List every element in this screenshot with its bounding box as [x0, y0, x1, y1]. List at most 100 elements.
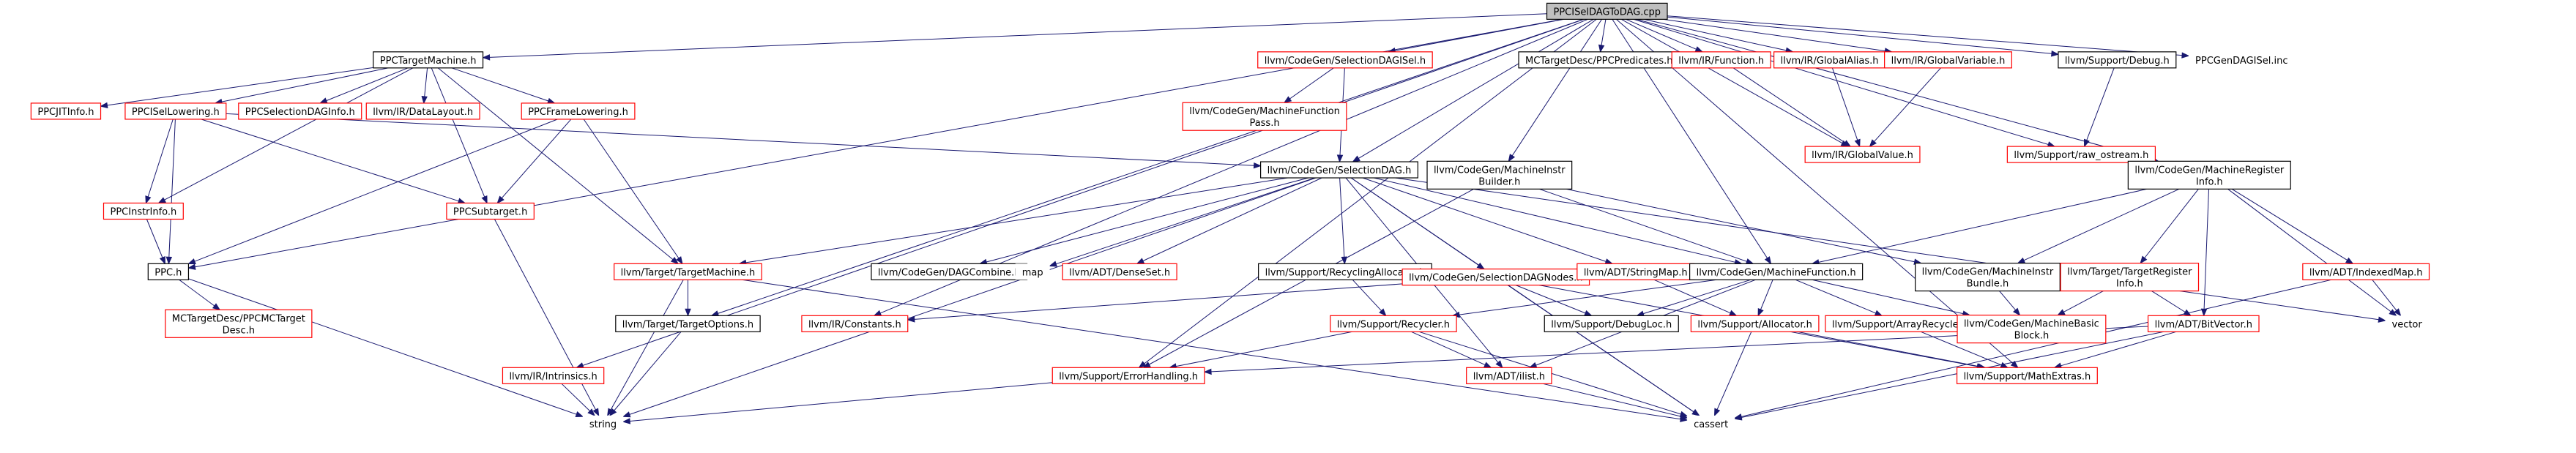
edge-sdnodes-to-debugloc — [1515, 285, 1593, 316]
node-mcpred[interactable]: MCTargetDesc/PPCPredicates.h — [1518, 51, 1680, 69]
edge-arrowhead — [1136, 258, 1145, 264]
node-box — [1426, 160, 1573, 190]
node-densesetn[interactable]: llvm/ADT/DenseSet.h — [1062, 263, 1177, 280]
node-label: string — [589, 419, 617, 430]
edge-root-to-rawos — [1634, 18, 2056, 148]
node-instrinfo[interactable]: PPCInstrInfo.h — [103, 202, 184, 220]
edge-isellow-to-ppch — [165, 119, 176, 265]
node-box — [801, 315, 909, 332]
node-recycler[interactable]: llvm/Support/Recycler.h — [1330, 315, 1457, 332]
edge-line — [1373, 177, 1735, 263]
edge-ppctm-to-subtarget — [431, 67, 488, 204]
node-box — [1957, 314, 2107, 344]
node-string: string — [582, 415, 624, 432]
edge-root-to-mreginfo — [1637, 18, 2159, 162]
node-dagcombine[interactable]: llvm/CodeGen/DAGCombine.h — [871, 263, 1028, 280]
node-sdinfo[interactable]: PPCSelectionDAGInfo.h — [238, 102, 362, 120]
edge-root-to-mathext — [1616, 19, 2019, 369]
edge-line — [168, 119, 176, 258]
edge-root-to-debug — [1667, 16, 2060, 57]
edge-line — [1626, 18, 1697, 50]
edge-line — [2063, 291, 2104, 312]
edge-sdag-to-map — [1049, 177, 1316, 267]
node-label: PPCInstrInfo.h — [110, 206, 176, 217]
edge-framelow-to-subtarget — [496, 119, 572, 204]
node-intrinsics[interactable]: llvm/IR/Intrinsics.h — [502, 367, 605, 384]
node-ilist[interactable]: llvm/ADT/ilist.h — [1466, 367, 1552, 384]
node-label: llvm/IR/GlobalVariable.h — [1891, 56, 2006, 67]
node-irconst[interactable]: llvm/IR/Constants.h — [801, 315, 909, 332]
node-cgsdagisel[interactable]: llvm/CodeGen/SelectionDAGISel.h — [1257, 51, 1433, 69]
edge-instrinfo-to-ppch — [146, 219, 165, 265]
node-box — [2147, 315, 2260, 332]
node-rawos[interactable]: llvm/Support/raw_ostream.h — [2006, 146, 2156, 163]
node-label: PPCSubtarget.h — [453, 206, 527, 217]
node-irfunc[interactable]: llvm/IR/Function.h — [1671, 51, 1771, 69]
edge-arrowhead — [685, 308, 691, 317]
node-mfunc[interactable]: llvm/CodeGen/MachineFunction.h — [1689, 263, 1864, 280]
edge-arrowhead — [1379, 308, 1387, 317]
node-isellow[interactable]: PPCISelLowering.h — [124, 102, 227, 120]
node-ppctm[interactable]: PPCTargetMachine.h — [373, 51, 484, 69]
edge-arrowhead — [1352, 155, 1360, 162]
edge-arrowhead — [1138, 361, 1147, 369]
node-irgvar[interactable]: llvm/IR/GlobalVariable.h — [1884, 51, 2012, 69]
node-label: llvm/ADT/DenseSet.h — [1069, 267, 1170, 278]
node-label: MCTargetDesc/PPCPredicates.h — [1525, 56, 1672, 67]
edge-arrowhead — [2057, 309, 2066, 316]
node-box — [1330, 315, 1457, 332]
node-arrrec[interactable]: llvm/Support/ArrayRecycler.h — [1825, 315, 1978, 332]
node-framelow[interactable]: PPCFrameLowering.h — [521, 102, 636, 120]
node-debugloc[interactable]: llvm/Support/DebugLoc.h — [1544, 315, 1679, 332]
edge-line — [2086, 67, 2115, 141]
edge-line — [2061, 331, 2177, 367]
node-irgalias[interactable]: llvm/IR/GlobalAlias.h — [1773, 51, 1886, 69]
edge-line — [1539, 188, 1747, 262]
edge-ttm-to-topts — [685, 280, 691, 317]
edge-line — [451, 67, 549, 102]
edge-arrowhead — [587, 408, 596, 416]
edge-line — [201, 119, 459, 202]
node-mathext[interactable]: llvm/Support/MathExtras.h — [1956, 367, 2098, 384]
node-root[interactable]: PPCISelDAGToDAG.cpp — [1546, 2, 1668, 20]
node-errh[interactable]: llvm/Support/ErrorHandling.h — [1051, 367, 1205, 384]
node-subtarget[interactable]: PPCSubtarget.h — [446, 202, 535, 220]
node-gvalue[interactable]: llvm/IR/GlobalValue.h — [1804, 146, 1921, 163]
node-box — [2127, 160, 2291, 190]
edge-line — [1643, 18, 1787, 51]
node-box — [1182, 102, 1347, 131]
node-datalayout[interactable]: llvm/IR/DataLayout.h — [365, 102, 480, 120]
node-ttm[interactable]: llvm/Target/TargetMachine.h — [614, 263, 762, 280]
node-label: llvm/CodeGen/MachineBasic — [1964, 319, 2099, 330]
node-ppch[interactable]: PPC.h — [147, 263, 190, 280]
node-label: Desc.h — [223, 325, 255, 336]
node-label: llvm/CodeGen/MachineFunction — [1189, 106, 1340, 117]
edge-root-to-sdag — [1352, 18, 1594, 162]
node-sdnodes[interactable]: llvm/CodeGen/SelectionDAGNodes.h — [1401, 268, 1590, 286]
node-label: llvm/CodeGen/DAGCombine.h — [878, 267, 1021, 278]
edge-line — [583, 119, 680, 259]
node-debug[interactable]: llvm/Support/Debug.h — [2058, 51, 2177, 69]
edge-ppctm-to-ttm — [437, 67, 680, 265]
node-strmap[interactable]: llvm/ADT/StringMap.h — [1577, 263, 1695, 280]
edge-line — [1999, 291, 2016, 311]
node-sdag[interactable]: llvm/CodeGen/SelectionDAG.h — [1259, 161, 1418, 179]
node-label: PPCTargetMachine.h — [380, 56, 477, 67]
node-jit[interactable]: PPCJITInfo.h — [30, 102, 102, 120]
node-box — [238, 102, 362, 120]
node-topts[interactable]: llvm/Target/TargetOptions.h — [615, 315, 761, 332]
edge-line — [1395, 177, 2379, 321]
node-bitvec[interactable]: llvm/ADT/BitVector.h — [2147, 315, 2260, 332]
edge-debug-to-rawos — [2083, 67, 2115, 148]
edge-errh-to-string — [622, 382, 1053, 424]
node-allocator[interactable]: llvm/Support/Allocator.h — [1690, 315, 1820, 332]
node-idxmap[interactable]: llvm/ADT/IndexedMap.h — [2302, 263, 2430, 280]
